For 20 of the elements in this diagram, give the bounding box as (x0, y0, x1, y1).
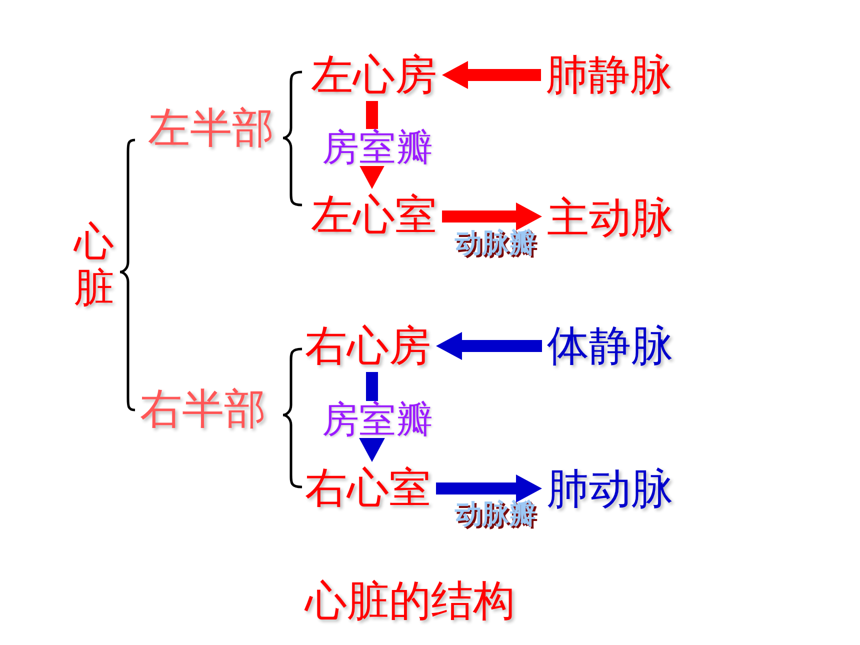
arrow (442, 202, 542, 230)
organ-label: 心脏 (74, 219, 114, 311)
edge-label: 动脉瓣 (455, 501, 536, 528)
caption: 心脏的结构 (305, 580, 515, 622)
vessel-label: 体静脉 (547, 325, 673, 367)
arrow (436, 474, 542, 502)
part-label: 左半部 (148, 107, 274, 149)
chamber-label: 右心室 (305, 467, 431, 509)
part-label: 右半部 (140, 388, 266, 430)
chamber-label: 左心房 (311, 54, 437, 96)
chamber-label: 右心房 (305, 325, 431, 367)
vessel-label: 主动脉 (547, 197, 673, 239)
arrow (436, 332, 542, 360)
arrow (442, 61, 541, 89)
edge-label: 动脉瓣 (455, 230, 536, 257)
vessel-label: 肺动脉 (547, 468, 673, 510)
chamber-label: 左心室 (311, 194, 437, 236)
edge-label: 房室瓣 (322, 401, 433, 438)
edge-label: 房室瓣 (322, 129, 433, 166)
vessel-label: 肺静脉 (546, 54, 672, 96)
